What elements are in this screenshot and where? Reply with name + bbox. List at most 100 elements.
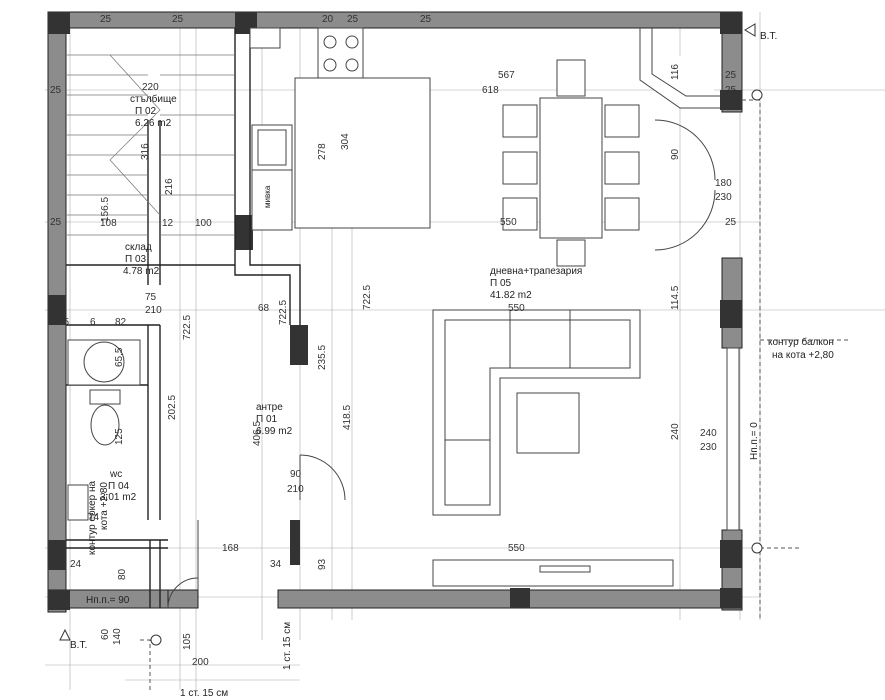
dim: 25	[55, 14, 67, 25]
room-code: П 02	[135, 106, 157, 117]
dim: 24	[70, 559, 82, 570]
dim: 75	[145, 292, 157, 303]
dim: 90	[670, 148, 681, 160]
staircase	[66, 54, 235, 236]
level-label: Нп.п.= 90	[86, 595, 130, 606]
room-name: склад	[125, 242, 152, 253]
room-area: 6.99 m2	[256, 426, 293, 437]
balcony-outline	[140, 99, 850, 690]
dim: 80	[117, 568, 128, 580]
dim: 25	[240, 14, 252, 25]
dim: 105	[182, 633, 193, 650]
balcony-level: на кота +2,80	[772, 350, 834, 361]
room-code: П 03	[125, 254, 147, 265]
dim: 93	[317, 558, 328, 570]
dim: 722.5	[182, 315, 193, 340]
vt-markers	[59, 23, 763, 646]
dim: 235.5	[317, 345, 328, 370]
room-code: П 04	[108, 481, 130, 492]
pillars	[48, 12, 742, 610]
dim: 108	[100, 218, 117, 229]
dim: 230	[700, 442, 717, 453]
dim: 60	[100, 628, 111, 640]
dim: 406.5	[252, 421, 263, 446]
dim: 418.5	[342, 405, 353, 430]
annotations: В.Т. В.Т. контур балкон на кота +2,80 ми…	[70, 31, 834, 699]
room-code: П 05	[490, 278, 512, 289]
erker-label: контур еркер на	[87, 480, 98, 555]
dim: 25	[420, 14, 432, 25]
dim: 722.5	[278, 300, 289, 325]
dim: 65.5	[114, 347, 125, 367]
dim: 25	[725, 70, 737, 81]
dim: 25	[50, 592, 62, 603]
dim: 25	[100, 14, 112, 25]
dim: 200	[192, 657, 209, 668]
dim: 20	[322, 14, 334, 25]
balcony-label: контур балкон	[768, 336, 834, 348]
dim: 116	[670, 64, 681, 80]
dim: 25	[50, 543, 62, 554]
dim: 25	[725, 85, 737, 96]
dim: 25	[50, 305, 62, 316]
dim: 125	[114, 428, 125, 445]
kitchen-counter	[249, 27, 431, 231]
dim: 202.5	[167, 395, 178, 420]
dim: 168	[222, 543, 239, 554]
room-area: 4.78 m2	[123, 266, 160, 277]
dim: 230	[715, 192, 732, 203]
room-area: 41.82 m2	[490, 290, 532, 301]
dim: 25	[50, 85, 62, 96]
dim: 25	[50, 217, 62, 228]
dim: 90	[290, 469, 302, 480]
dim: 304	[340, 133, 351, 150]
dim: 210	[287, 484, 304, 495]
dim: 74	[88, 512, 100, 523]
room-name: стълбище	[130, 93, 177, 105]
room-name: антре	[256, 402, 283, 413]
dim: 567	[498, 70, 515, 81]
erker-level: кота +2,80	[99, 482, 110, 530]
vt-label: В.Т.	[760, 31, 777, 42]
dim: 316	[140, 143, 151, 160]
dimensions: 25 25 25 25 20 25 25 25 25 25 25 25 25 2…	[50, 14, 737, 668]
dim: 25	[725, 305, 737, 316]
wc-fixtures	[67, 339, 141, 521]
dim: 220	[142, 82, 159, 93]
dim: 6	[90, 317, 96, 328]
room-name: wc	[109, 469, 122, 480]
dim: 25	[725, 217, 737, 228]
dim: 25	[347, 14, 359, 25]
scale-label: 1 ст. 15 см	[180, 688, 228, 699]
dim: 82	[115, 317, 127, 328]
dim: 34	[270, 559, 282, 570]
doors	[167, 119, 716, 609]
dim: 12	[162, 218, 174, 229]
room-labels: стълбище П 02 6.26 m2 склад П 03 4.78 m2…	[100, 93, 582, 503]
dim: 550	[508, 303, 525, 314]
dim: 25	[725, 14, 737, 25]
dim: 114.5	[670, 285, 681, 310]
dim: 550	[500, 217, 517, 228]
room-area: 3.01 m2	[100, 492, 137, 503]
dim: 25	[725, 543, 737, 554]
sink-label: мивка	[263, 185, 272, 208]
dim: 68	[258, 303, 270, 314]
vt-label: В.Т.	[70, 640, 87, 651]
level-label: Нп.п.= 0	[749, 422, 760, 460]
dim: 180	[715, 178, 732, 189]
balcony-window	[726, 347, 740, 531]
dim: 240	[700, 428, 717, 439]
tv-unit	[432, 559, 674, 587]
scale-label: 1 ст. 15 см	[282, 622, 293, 670]
dim: 550	[508, 543, 525, 554]
dim: 100	[195, 218, 212, 229]
dim: 278	[317, 143, 328, 160]
dim: 210	[145, 305, 162, 316]
room-code: П 01	[256, 414, 278, 425]
room-area: 6.26 m2	[135, 118, 172, 129]
dining-set	[502, 59, 640, 267]
room-name: дневна+трапезария	[490, 266, 582, 277]
dim: 216	[164, 178, 175, 195]
